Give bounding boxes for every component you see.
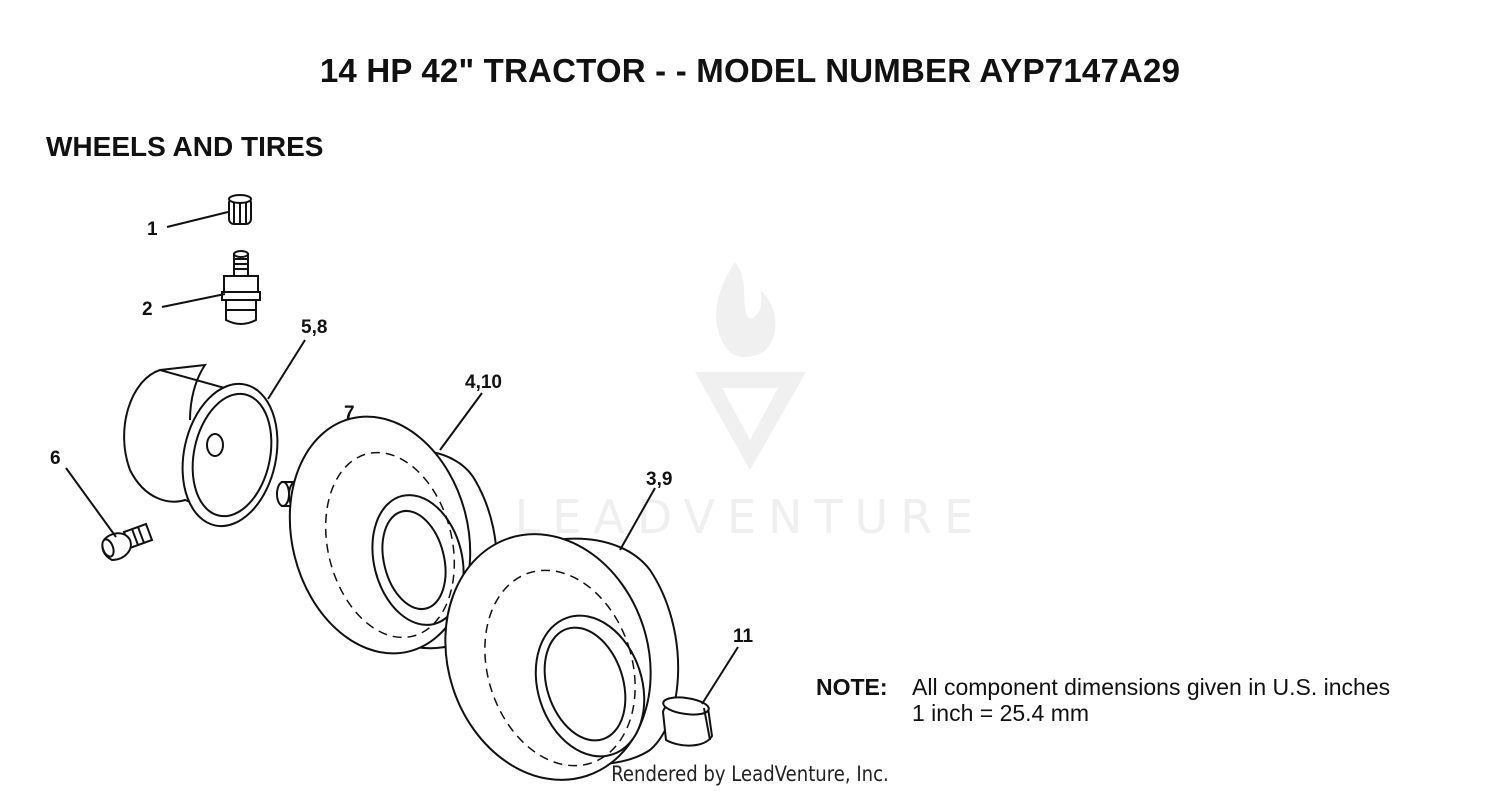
leader-line-2 [161, 293, 226, 308]
watermark-v-icon [695, 372, 806, 470]
callout-6: 6 [50, 448, 61, 469]
part-valve-stem [221, 250, 261, 325]
leader-line-410 [439, 392, 483, 451]
note-line-2: 1 inch = 25.4 mm [912, 700, 1090, 726]
part-rear-tire [444, 533, 680, 781]
section-title: WHEELS AND TIRES [46, 131, 324, 162]
watermark-text: LEADVENTURE [515, 490, 986, 544]
callout-1: 1 [147, 219, 158, 240]
leader-line-58 [267, 339, 306, 400]
leader-line-1 [166, 211, 229, 228]
leader-line-39 [619, 487, 656, 551]
leadventure-watermark: LEADVENTURE [515, 262, 986, 544]
callout-2: 2 [142, 299, 153, 320]
part-front-tire [288, 415, 498, 655]
callout-7: 7 [344, 403, 355, 424]
page-title: 14 HP 42" TRACTOR - - MODEL NUMBER AYP71… [319, 52, 1181, 89]
leader-line-11 [701, 646, 739, 705]
part-valve-cap [228, 194, 252, 225]
footer-credit: Rendered by LeadVenture, Inc. [611, 762, 889, 786]
dimension-note: NOTE: All component dimensions given in U… [816, 674, 1390, 726]
part-wheel-rim [123, 363, 279, 528]
note-label: NOTE: [816, 674, 888, 700]
callout-11: 11 [733, 626, 754, 647]
watermark-flame-icon [716, 262, 776, 357]
callout-3-9: 3,9 [646, 469, 672, 490]
part-bearing [661, 696, 714, 747]
leader-line-6 [65, 467, 117, 538]
callout-4-10: 4,10 [465, 372, 502, 393]
part-wheel-bolt [101, 522, 154, 562]
note-line-1: All component dimensions given in U.S. i… [912, 674, 1391, 700]
callout-5-8: 5,8 [301, 317, 327, 338]
